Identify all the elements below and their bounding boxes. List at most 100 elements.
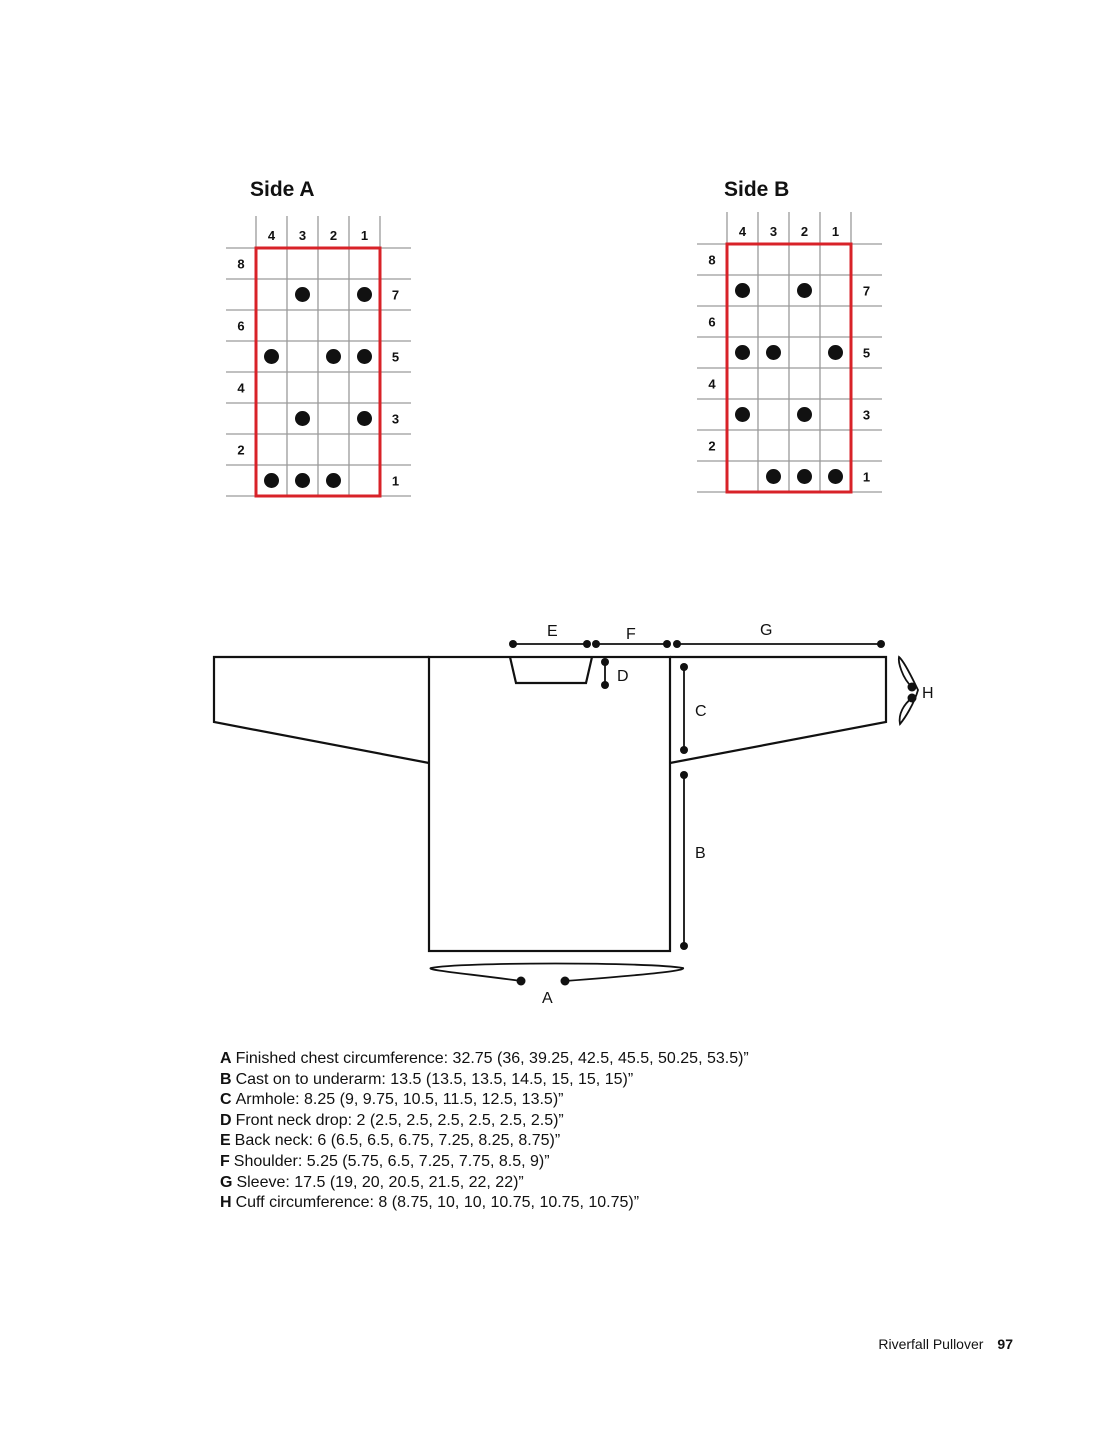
row-label: 7: [863, 284, 870, 299]
label-e: E: [547, 623, 558, 640]
pattern-name: Riverfall Pullover: [878, 1336, 984, 1352]
row-label: 5: [392, 350, 399, 365]
purl-stitch-dot: [264, 349, 279, 364]
row-label: 1: [863, 470, 870, 485]
chart-title-side-a: Side A: [250, 178, 315, 201]
endpoint-d-top: [601, 658, 609, 666]
row-label: 8: [237, 257, 244, 272]
row-label: 8: [708, 253, 715, 268]
column-label: 4: [739, 224, 747, 239]
body-outline: [427, 655, 672, 953]
row-label: 6: [708, 315, 715, 330]
repeat-outline: [254, 246, 382, 498]
chart-title-side-b: Side B: [724, 178, 790, 201]
page-footer: Riverfall Pullover 97: [878, 1336, 1013, 1352]
measurement-key: B: [220, 1070, 232, 1088]
row-label: 4: [708, 377, 716, 392]
column-label: 3: [299, 228, 306, 243]
measure-line-h: [897, 655, 919, 727]
measure-labels: E F G D C B A H: [542, 622, 934, 1007]
column-label: 4: [268, 228, 276, 243]
endpoint-e-right: [583, 640, 591, 648]
measurement-key: E: [220, 1132, 231, 1150]
endpoint-f-right: [663, 640, 671, 648]
row-label: 7: [392, 288, 399, 303]
purl-stitch-dot: [264, 473, 279, 488]
measurement-text: Sleeve: 17.5 (19, 20, 20.5, 21.5, 22, 22…: [236, 1173, 524, 1191]
purl-stitch-dot: [357, 349, 372, 364]
endpoint-h-top: [907, 682, 917, 692]
measurement-key: C: [220, 1091, 232, 1109]
purl-stitch-dot: [357, 411, 372, 426]
label-f: F: [626, 626, 636, 643]
column-label: 1: [361, 228, 368, 243]
measurement-text: Back neck: 6 (6.5, 6.5, 6.75, 7.25, 8.25…: [234, 1132, 561, 1150]
label-b: B: [695, 845, 706, 862]
measure-endpoints: [509, 640, 917, 986]
endpoint-g-left: [673, 640, 681, 648]
purl-stitch-dot: [357, 287, 372, 302]
label-c: C: [695, 703, 707, 720]
page-number: 97: [997, 1336, 1013, 1352]
label-d: D: [617, 668, 629, 685]
purl-stitch-dot: [735, 345, 750, 360]
label-a: A: [542, 990, 553, 1007]
row-label: 4: [237, 381, 245, 396]
measurement-key: A: [220, 1050, 232, 1067]
purl-stitch-dot: [797, 469, 812, 484]
column-label: 3: [770, 224, 777, 239]
measurement-key: F: [220, 1152, 230, 1170]
endpoint-c-bottom: [680, 746, 688, 754]
row-label: 3: [392, 412, 399, 427]
purl-stitch-dot: [326, 473, 341, 488]
row-label: 5: [863, 346, 870, 361]
purl-stitch-dot: [797, 283, 812, 298]
left-sleeve-outline: [212, 655, 430, 765]
repeat-outline: [725, 242, 853, 494]
measurement-text: Finished chest circumference: 32.75 (36,…: [235, 1050, 749, 1067]
purl-stitch-dot: [735, 283, 750, 298]
endpoint-b-top: [680, 771, 688, 779]
purl-stitch-dot: [735, 407, 750, 422]
row-label: 1: [392, 474, 399, 489]
purl-stitch-dot: [766, 469, 781, 484]
right-sleeve-outline: [669, 655, 888, 765]
label-h: H: [922, 685, 934, 702]
endpoint-c-top: [680, 663, 688, 671]
endpoint-g-right: [877, 640, 885, 648]
label-g: G: [760, 622, 772, 639]
endpoint-d-bottom: [601, 681, 609, 689]
column-label: 2: [801, 224, 808, 239]
row-label: 2: [237, 443, 244, 458]
endpoint-h-bottom: [907, 693, 917, 703]
endpoint-b-bottom: [680, 942, 688, 950]
purl-stitch-dot: [828, 345, 843, 360]
measurement-text: Shoulder: 5.25 (5.75, 6.5, 7.25, 7.75, 8…: [233, 1152, 550, 1170]
row-label: 3: [863, 408, 870, 423]
measurement-key: D: [220, 1111, 232, 1129]
endpoint-e-left: [509, 640, 517, 648]
neckline-outline: [508, 656, 594, 685]
purl-stitch-dot: [797, 407, 812, 422]
endpoint-f-left: [592, 640, 600, 648]
measurement-text: Cuff circumference: 8 (8.75, 10, 10, 10.…: [235, 1194, 640, 1212]
endpoint-a-right: [560, 976, 570, 986]
purl-stitch-dot: [828, 469, 843, 484]
measurement-key: G: [220, 1173, 233, 1191]
measure-line-a: [429, 962, 684, 982]
column-label: 2: [330, 228, 337, 243]
garment-outline: [212, 655, 888, 953]
measurement-text: Cast on to underarm: 13.5 (13.5, 13.5, 1…: [235, 1070, 634, 1088]
endpoint-a-left: [516, 976, 526, 986]
purl-stitch-dot: [295, 411, 310, 426]
measure-lines: [429, 643, 919, 982]
